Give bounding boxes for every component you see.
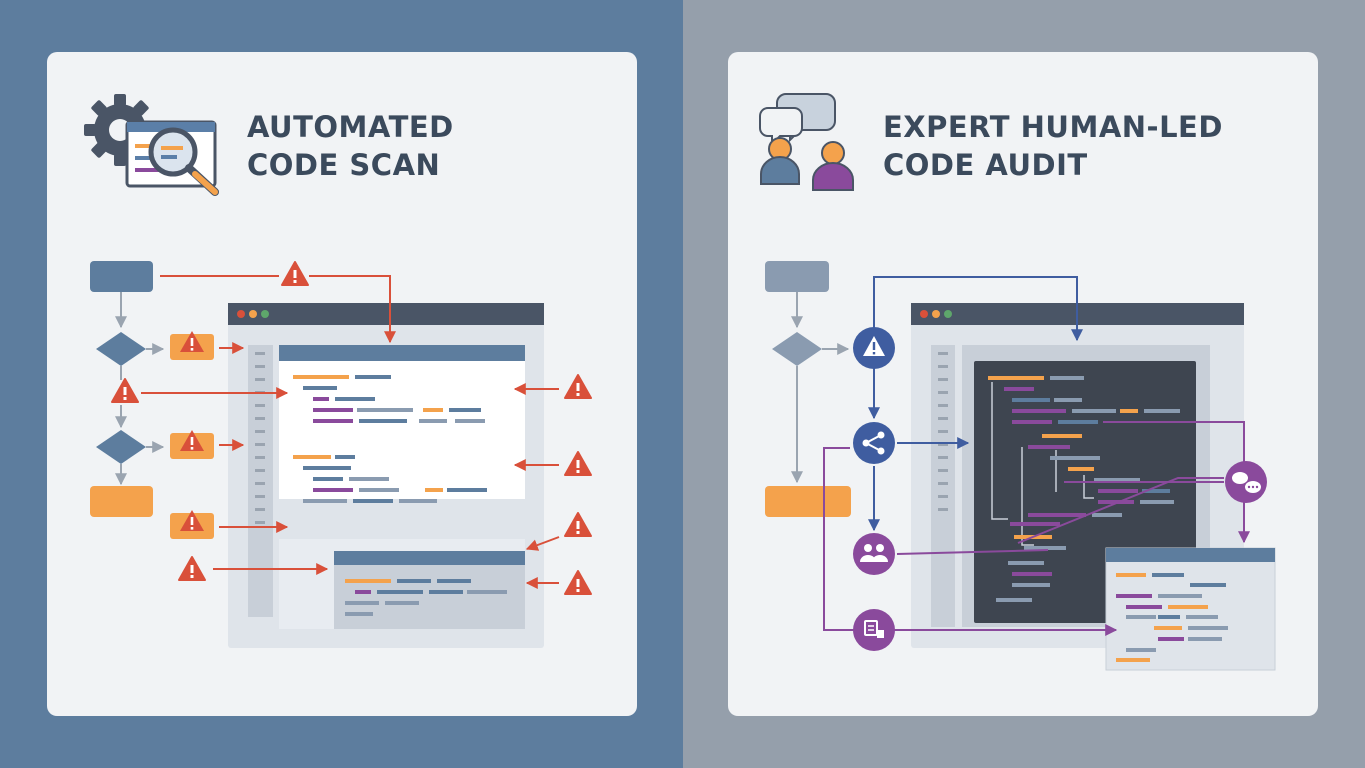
warning-icon	[170, 430, 214, 459]
branch-icon	[853, 422, 895, 464]
warning-icon	[111, 378, 139, 403]
team-icon	[853, 533, 895, 575]
warning-icon	[281, 261, 309, 286]
people-chat-icon	[759, 93, 854, 191]
gear-magnifier-icon	[84, 94, 219, 196]
human-title-line2: CODE AUDIT	[883, 148, 1088, 182]
human-audit-title: EXPERT HUMAN-LED CODE AUDIT	[883, 108, 1223, 184]
automated-scan-panel: AUTOMATED CODE SCAN	[47, 52, 637, 716]
scan-alert-arrows	[141, 275, 560, 589]
audit-flowchart	[765, 261, 851, 517]
automated-scan-diagram	[84, 94, 592, 648]
warning-icon	[170, 510, 214, 539]
human-audit-diagram	[759, 93, 1276, 671]
audit-purple-connectors	[823, 421, 1250, 636]
warning-icon	[178, 556, 206, 581]
warning-icon	[564, 570, 592, 595]
scan-code-window	[228, 303, 544, 648]
human-title-line1: EXPERT HUMAN-LED	[883, 110, 1223, 144]
automated-scan-title: AUTOMATED CODE SCAN	[247, 108, 454, 184]
warning-icon	[170, 331, 214, 360]
audit-code-window	[911, 303, 1276, 671]
automated-title-line1: AUTOMATED	[247, 110, 454, 144]
warning-icon	[564, 451, 592, 476]
human-audit-panel: EXPERT HUMAN-LED CODE AUDIT	[728, 52, 1318, 716]
automated-title-line2: CODE SCAN	[247, 148, 441, 182]
warning-icon	[564, 512, 592, 537]
warning-icon	[853, 327, 895, 369]
review-icon	[853, 609, 895, 651]
scan-flowchart	[90, 261, 165, 517]
audit-navy-connectors	[868, 276, 1083, 532]
warning-icon	[564, 374, 592, 399]
chat-bubbles-icon	[1225, 461, 1267, 503]
